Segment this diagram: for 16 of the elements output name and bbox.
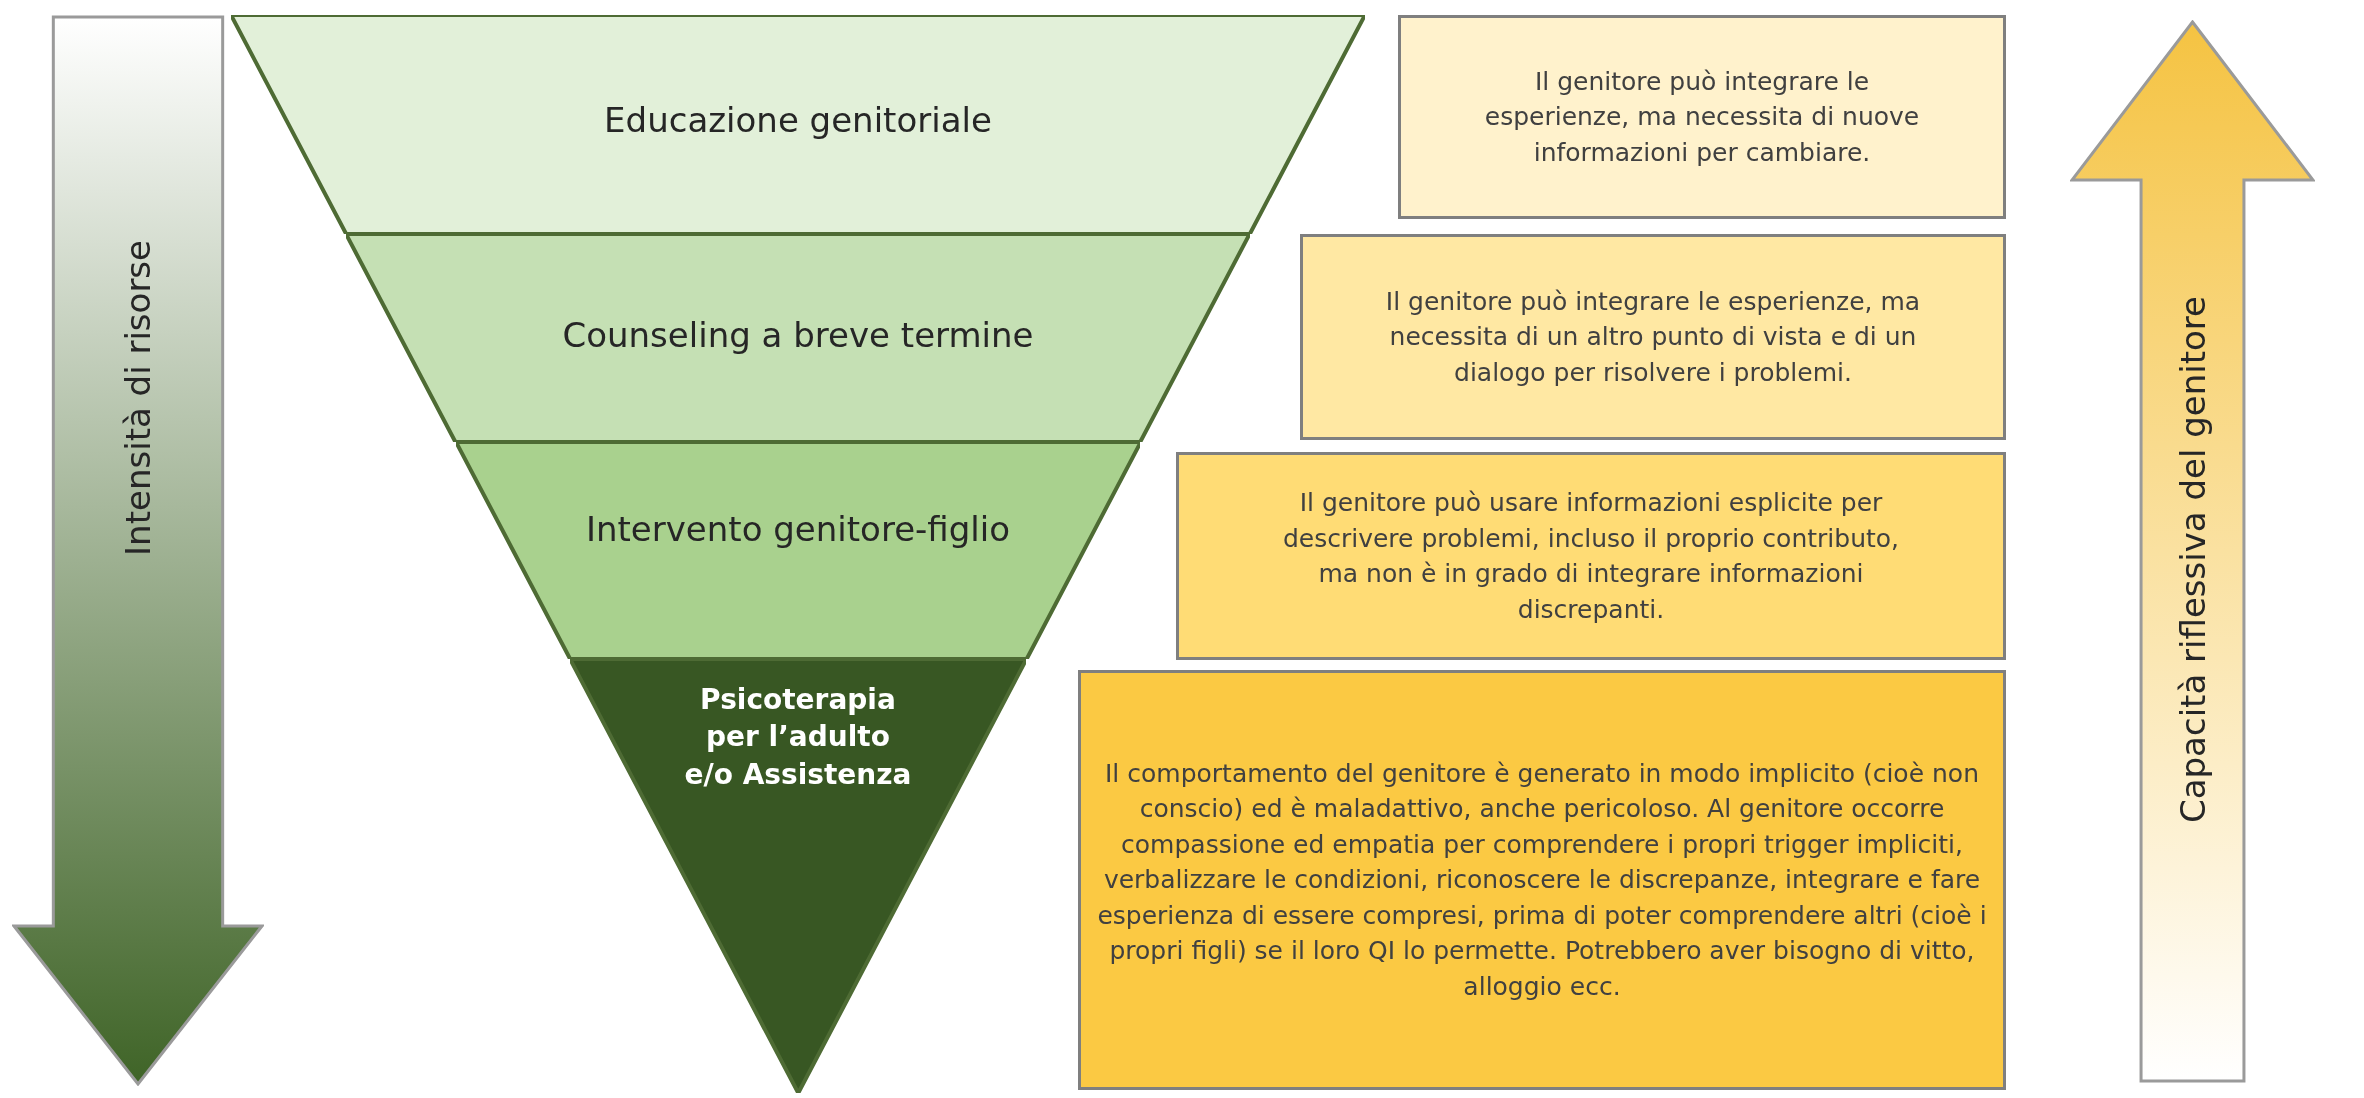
description-box: Il genitore può integrare le esperienze, ma necessita di nuove informazioni per cambiare.: [1398, 15, 2006, 219]
band-label: Counseling a breve termine: [561, 314, 1035, 358]
pyramid-band: [455, 442, 1141, 659]
up-arrow: [2070, 20, 2315, 1083]
down-arrow: [12, 15, 264, 1086]
pyramid-band: [231, 15, 1365, 234]
description-box: Il genitore può usare informazioni esplicite per descrivere problemi, incluso il proprio contributo, ma non è in grado di integrare informazioni discrepanti.: [1176, 452, 2006, 660]
pyramid-band: [569, 659, 1027, 1093]
band-label: Intervento genitore-figlio: [584, 508, 1011, 552]
band-label: Educazione genitoriale: [603, 99, 993, 143]
arrow-label: Capacità riflessiva del genitore: [2172, 295, 2213, 823]
arrow-label: Intensità di risorse: [118, 239, 158, 556]
description-box: Il genitore può integrare le esperienze, ma necessita di un altro punto di vista e di un dialogo per risolvere i problemi.: [1300, 234, 2006, 440]
pyramid-band: [346, 234, 1250, 442]
description-box: Il comportamento del genitore è generato in modo implicito (cioè non conscio) ed è maladattivo, anche pericoloso. Al genitore occorre compassione ed empatia per comprendere i propri trigger impliciti, verbalizzare le condizioni, riconoscere le discrepanze, integrare e fare esperienza di essere compresi, prima di poter comprendere altri (cioè i propri figli) se il loro QI lo permette. Potrebbero aver bisogno di vitto, alloggio ecc.: [1078, 670, 2006, 1090]
band-label: Psicoterapia per l’adulto e/o Assistenza: [683, 681, 913, 794]
